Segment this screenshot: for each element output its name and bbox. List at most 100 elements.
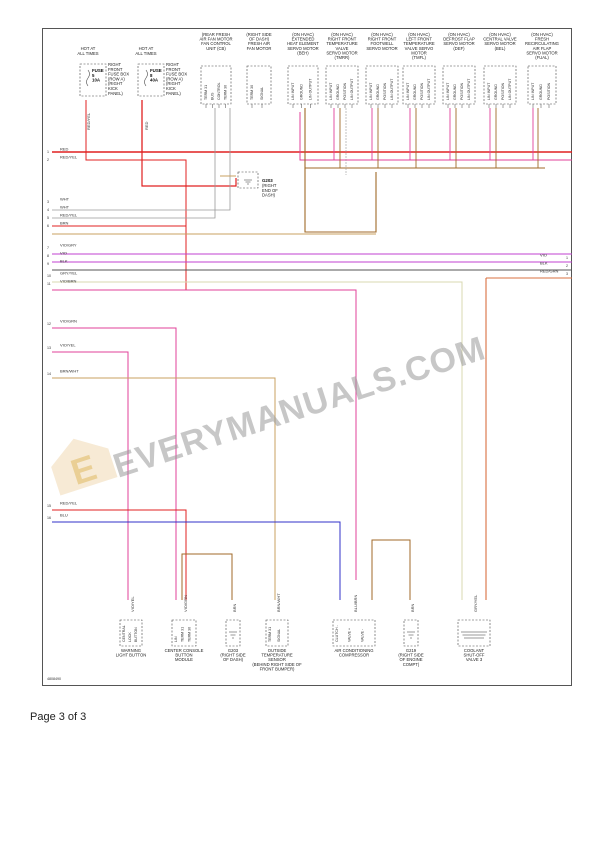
component-title: MOTOR bbox=[411, 50, 427, 55]
bottom-wire-label: GRY/YEL bbox=[473, 594, 478, 612]
fuse-location: FRONT bbox=[108, 67, 123, 72]
watermark-text: EVERYMANUALS.COM bbox=[109, 329, 490, 485]
fuse-rating: 5 bbox=[92, 73, 95, 78]
fuse-hot-label: ALL TIMES bbox=[135, 51, 156, 56]
component-title: TEMPERATURE bbox=[403, 41, 435, 46]
fuse-box-2 bbox=[137, 63, 165, 97]
component-title: (TMFL) bbox=[412, 55, 426, 60]
fuse-wire-label: RED bbox=[144, 121, 149, 130]
wire-label: WHT bbox=[60, 197, 70, 202]
wire-label: GRY/YEL bbox=[60, 271, 78, 276]
component-pin: LIN OUTPUT bbox=[467, 78, 471, 100]
component-pin: GROUND bbox=[376, 84, 380, 100]
wire-number: 9 bbox=[47, 262, 49, 266]
wire-number: 11 bbox=[47, 282, 51, 286]
component-title: FRESH bbox=[535, 37, 549, 42]
component-pin: POSITION bbox=[383, 82, 387, 100]
fuse-location: RIGHT bbox=[108, 62, 121, 67]
bottom-component-4 bbox=[265, 619, 289, 647]
bottom-component-title: BUTTON bbox=[175, 653, 192, 658]
component-title: HEAT ELEMENT bbox=[287, 41, 319, 46]
fuse-hot-label: HOT AT bbox=[81, 46, 96, 51]
component-title: SERVO MOTOR bbox=[443, 41, 474, 46]
right-wire-number: 1 bbox=[566, 256, 568, 260]
bottom-component-title: (RIGHT SIDE bbox=[398, 653, 423, 658]
bottom-component-6 bbox=[403, 619, 419, 647]
wire-vio-yel bbox=[52, 351, 129, 600]
component-title: RECIRCULATING bbox=[525, 41, 559, 46]
bottom-component-title: COOLANT bbox=[464, 648, 485, 653]
fuse-hot-label: HOT AT bbox=[139, 46, 154, 51]
component-pin: SIGNAL bbox=[260, 87, 264, 100]
bottom-component-1 bbox=[119, 619, 143, 647]
component-title: EXTENDED bbox=[292, 37, 315, 42]
component-pin: TERM 30 bbox=[224, 85, 228, 100]
bottom-pin: SIGNAL bbox=[277, 629, 281, 642]
wire-red-yel bbox=[85, 100, 187, 290]
bottom-wire-label: BRN bbox=[410, 603, 415, 612]
wire-label: VIO/GRN bbox=[60, 319, 77, 324]
component-pin: GROUND bbox=[453, 84, 457, 100]
component-pin: BUS bbox=[211, 92, 215, 100]
component-title: (ON HVAC) bbox=[408, 32, 430, 37]
wire-module-ground bbox=[181, 553, 233, 600]
wire-layer bbox=[52, 100, 572, 600]
component-title: RIGHT FRONT bbox=[328, 37, 357, 42]
component-pin: LIN INPUT bbox=[487, 82, 491, 100]
fuse-location: (ROW A) bbox=[166, 76, 183, 81]
component-pin: LIN INPUT bbox=[329, 82, 333, 100]
component-title: (TMRR) bbox=[335, 55, 350, 60]
ground-icon bbox=[244, 179, 252, 185]
bottom-component-title: OF DASH) bbox=[223, 657, 244, 662]
wire-number: 6 bbox=[47, 224, 49, 228]
component-box-1 bbox=[200, 65, 232, 105]
component-title: (ON HVAC) bbox=[292, 32, 314, 37]
diagram-frame bbox=[42, 28, 572, 686]
component-pin: LIN INPUT bbox=[369, 82, 373, 100]
component-title: CENTRAL VALVE bbox=[483, 37, 517, 42]
component-box-3 bbox=[287, 65, 319, 105]
component-title: (DEF) bbox=[453, 46, 465, 51]
wire-number: 7 bbox=[47, 246, 49, 250]
wire-label: BLU bbox=[60, 513, 68, 518]
wire-number: 3 bbox=[47, 200, 49, 204]
bottom-pin: TERM 31 bbox=[181, 627, 185, 642]
component-title: VALVE bbox=[336, 46, 349, 51]
bottom-component-title: TEMPERATURE bbox=[261, 653, 293, 658]
wire-label: VIO/GRY bbox=[60, 243, 77, 248]
component-pin: LIN OUTPUT bbox=[350, 78, 354, 100]
fuse-rating: FUSE bbox=[150, 68, 162, 73]
component-title: SERVO MOTOR bbox=[484, 41, 515, 46]
bottom-pin: TERM 30 bbox=[187, 627, 191, 642]
component-pin: LIN INPUT bbox=[446, 82, 450, 100]
component-pin: POSITION bbox=[460, 82, 464, 100]
right-wire-label: RED/GRN bbox=[540, 269, 559, 274]
bottom-pin: LIN bbox=[174, 636, 178, 642]
component-pin: TERM 30 bbox=[250, 85, 254, 100]
ground-code: G203 bbox=[262, 178, 273, 183]
component-layer bbox=[79, 63, 557, 647]
wire-servo-ground bbox=[304, 108, 377, 233]
wire-label: VIO/BRN bbox=[60, 279, 77, 284]
wire-label: RED/YEL bbox=[60, 213, 78, 218]
watermark-logo-icon: E bbox=[51, 438, 118, 496]
component-pin: LIN INPUT bbox=[531, 82, 535, 100]
component-pin: POSITION bbox=[420, 82, 424, 100]
wire-label: RED/YEL bbox=[60, 155, 78, 160]
ground-icon bbox=[229, 631, 237, 639]
component-box-8 bbox=[483, 65, 517, 105]
bottom-component-title: G219 bbox=[406, 648, 417, 653]
component-pin: LIN INPUT bbox=[406, 82, 410, 100]
wire-number: 12 bbox=[47, 322, 51, 326]
bottom-component-title: SHUT-OFF bbox=[464, 653, 485, 658]
component-title: SERVO MOTOR bbox=[326, 50, 357, 55]
bottom-pin: VALVE + bbox=[348, 628, 352, 642]
component-box-2 bbox=[246, 65, 272, 105]
bottom-pin: TERM 31 bbox=[268, 627, 272, 642]
diagram-code: 4808490 bbox=[47, 677, 61, 681]
ground-desc: (RIGHT bbox=[262, 183, 277, 188]
component-box-6 bbox=[402, 65, 436, 105]
wire-number: 13 bbox=[47, 346, 51, 350]
fuse-hot-label: ALL TIMES bbox=[77, 51, 98, 56]
